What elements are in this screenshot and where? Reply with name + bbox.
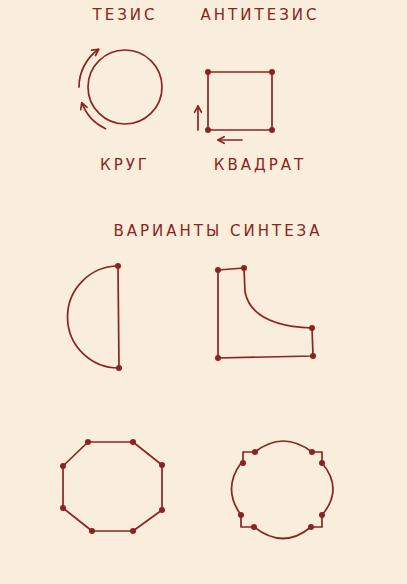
corner-dot (310, 353, 316, 359)
corner-dot (130, 439, 136, 445)
corner-dot (60, 463, 66, 469)
arrow-head (81, 103, 87, 110)
figure-heading: ТЕЗИС (93, 6, 158, 24)
figure-name: КРУГ (100, 156, 150, 174)
corner-dot (319, 512, 325, 518)
figure-name: КВАДРАТ (214, 156, 306, 174)
direction-arrow (218, 139, 242, 141)
shape-outline (70, 6, 180, 174)
corner-dot (269, 69, 275, 75)
direction-arrow (197, 106, 199, 130)
shape-outline (190, 6, 330, 174)
corner-dot (215, 267, 221, 273)
corner-dot (60, 505, 66, 511)
corner-dot (130, 528, 136, 534)
corner-dot (159, 507, 165, 513)
corner-dot (252, 449, 258, 455)
corner-dot (115, 263, 121, 269)
square-figure: АНТИТЕЗИС КВАДРАТ (190, 6, 330, 174)
octagon-shape (63, 442, 162, 531)
figure-heading: АНТИТЕЗИС (201, 6, 320, 24)
corner-dot (85, 439, 91, 445)
corner-dot (319, 460, 325, 466)
corner-dot (309, 449, 315, 455)
corner-dots (60, 263, 325, 534)
section-heading: ВАРИАНТЫ СИНТЕЗА (113, 222, 322, 240)
corner-dot (269, 127, 275, 133)
corner-dot (241, 265, 247, 271)
corner-dot (205, 69, 211, 75)
quarter-shape (218, 268, 313, 358)
circle-shape (88, 50, 162, 124)
corner-dot (89, 528, 95, 534)
corner-dot (238, 512, 244, 518)
corner-dot (205, 127, 211, 133)
corner-dot (159, 462, 165, 468)
corner-dot (215, 355, 221, 361)
corner-dot (116, 365, 122, 371)
arrow-head (195, 106, 202, 112)
corner-dot (308, 524, 314, 530)
rotation-arrow (79, 49, 99, 87)
corner-dot (251, 524, 257, 530)
corner-dot (309, 325, 315, 331)
arrow-head (92, 49, 99, 55)
arrow-head (218, 137, 224, 144)
circle-figure: ТЕЗИС КРУГ (70, 6, 180, 174)
scalloped-shape (232, 441, 334, 539)
half-circle-shape (68, 266, 119, 368)
square-shape (208, 72, 272, 130)
corner-dot (240, 460, 246, 466)
